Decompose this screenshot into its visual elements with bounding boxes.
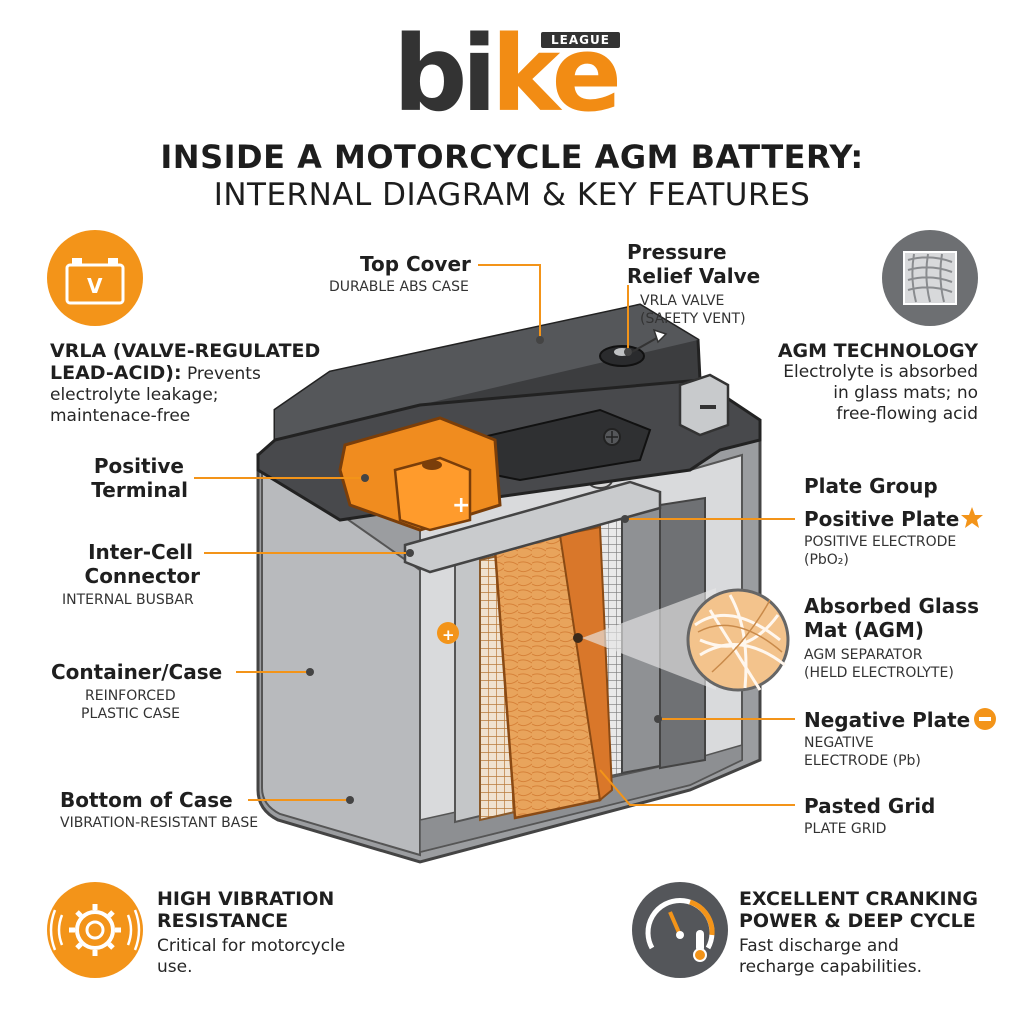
agm-mat-label-2: Mat (AGM) (804, 618, 924, 642)
leader-lines (194, 264, 795, 806)
pressure-valve-label-2: Relief Valve (627, 264, 761, 288)
negative-plate-sub-2: ELECTRODE (Pb) (804, 753, 921, 769)
pasted-grid-sub: PLATE GRID (804, 821, 887, 837)
vrla-feature: VRLA (VALVE-REGULATED LEAD-ACID): Preven… (50, 340, 321, 426)
container-sub-2: PLASTIC CASE (81, 706, 181, 722)
logo-league-tag: LEAGUE (541, 32, 620, 48)
inter-cell-sub: INTERNAL BUSBAR (62, 592, 194, 608)
page-subtitle: INTERNAL DIAGRAM & KEY FEATURES (213, 177, 811, 213)
negative-plate-sub-1: NEGATIVE (804, 735, 874, 751)
vibration-feature: HIGH VIBRATION RESISTANCE Critical for m… (157, 888, 346, 977)
positive-terminal-label-1: Positive (93, 454, 184, 478)
top-cover-label: Top Cover (360, 252, 471, 276)
bottom-sub: VIBRATION-RESISTANT BASE (60, 815, 259, 831)
positive-plate-sub-1: POSITIVE ELECTRODE (804, 534, 957, 550)
top-cover-sub: DURABLE ABS CASE (329, 279, 469, 295)
pressure-valve-label-1: Pressure (627, 240, 727, 264)
inter-cell-label-1: Inter-Cell (88, 540, 193, 564)
container-sub-1: REINFORCED (85, 688, 176, 704)
agm-technology-feature: AGM TECHNOLOGY Electrolyte is absorbed i… (777, 340, 978, 424)
page-title: INSIDE A MOTORCYCLE AGM BATTERY: (160, 138, 864, 176)
plate-group-label: Plate Group (804, 474, 938, 498)
positive-plate-label: Positive Plate (804, 507, 960, 531)
agm-mat-label-1: Absorbed Glass (804, 594, 980, 618)
inter-cell-connector (403, 480, 662, 574)
positive-plate-sub-2: (PbO₂) (804, 552, 849, 568)
pressure-valve-sub-1: VRLA VALVE (640, 293, 725, 309)
star-icon (961, 507, 983, 528)
cranking-feature: EXCELLENT CRANKING POWER & DEEP CYCLE Fa… (739, 888, 979, 977)
negative-terminal (678, 373, 730, 437)
agm-zoom-bubble (582, 588, 790, 692)
container-label: Container/Case (51, 660, 223, 684)
svg-text:+: + (442, 626, 455, 644)
svg-text:V: V (87, 274, 103, 298)
gear-vibration-icon (47, 882, 143, 978)
positive-terminal-label-2: Terminal (91, 478, 188, 502)
inter-cell-label-2: Connector (84, 564, 200, 588)
negative-plate-label: Negative Plate (804, 708, 971, 732)
positive-marker-icon (437, 622, 459, 644)
pasted-grid-label: Pasted Grid (804, 794, 936, 818)
pressure-valve-sub-2: (SAFETY VENT) (640, 311, 746, 327)
bottom-label: Bottom of Case (60, 788, 233, 812)
positive-terminal: + (338, 416, 502, 532)
agm-mat-sub-2: (HELD ELECTROLYTE) (804, 665, 954, 681)
leader-dots (306, 336, 662, 804)
svg-text:+: + (452, 493, 470, 518)
bike-league-logo: bike LEAGUE (393, 18, 633, 128)
agm-mat-sub-1: AGM SEPARATOR (804, 647, 923, 663)
